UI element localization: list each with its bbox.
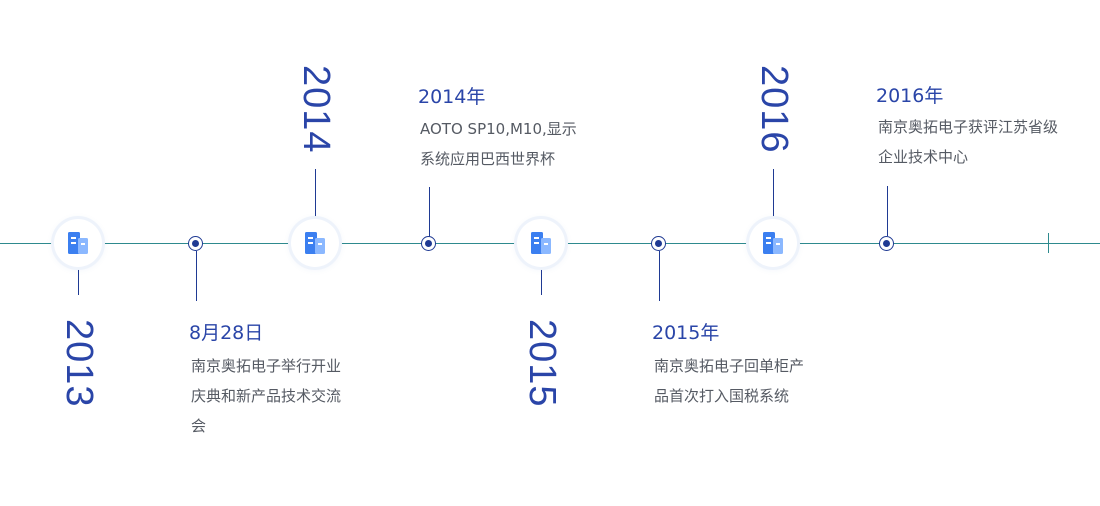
event-dot-4[interactable]	[879, 236, 894, 251]
year-node-2013[interactable]	[54, 219, 102, 267]
connector-event-2	[429, 187, 430, 237]
connector-2014	[315, 169, 316, 219]
connector-event-1	[196, 251, 197, 301]
event-text-1: 南京奥拓电子举行开业庆典和新产品技术交流会	[191, 357, 342, 435]
connector-2016	[773, 169, 774, 219]
building-icon	[305, 232, 325, 254]
connector-event-4	[887, 186, 888, 236]
connector-2013	[78, 268, 79, 295]
year-label-2016: 2016	[753, 65, 795, 154]
connector-2015	[541, 268, 542, 295]
year-node-2016[interactable]	[749, 219, 797, 267]
event-text-2: AOTO SP10,M10,显示系统应用巴西世界杯	[420, 120, 577, 168]
year-node-2014[interactable]	[291, 219, 339, 267]
event-date-1: 8月28日	[189, 322, 264, 344]
year-label-2015: 2015	[521, 319, 563, 408]
building-icon	[763, 232, 783, 254]
timeline-end-tick	[1048, 233, 1049, 253]
event-date-4: 2016年	[876, 85, 944, 107]
event-dot-1[interactable]	[188, 236, 203, 251]
event-date-2: 2014年	[418, 86, 486, 108]
connector-event-3	[659, 251, 660, 301]
year-label-2014: 2014	[295, 65, 337, 154]
event-text-4: 南京奥拓电子获评江苏省级企业技术中心	[878, 118, 1059, 166]
year-label-2013: 2013	[58, 319, 100, 408]
building-icon	[531, 232, 551, 254]
event-text-3: 南京奥拓电子回单柜产品首次打入国税系统	[654, 357, 805, 405]
building-icon	[68, 232, 88, 254]
event-dot-3[interactable]	[651, 236, 666, 251]
event-date-3: 2015年	[652, 322, 720, 344]
event-dot-2[interactable]	[421, 236, 436, 251]
year-node-2015[interactable]	[517, 219, 565, 267]
